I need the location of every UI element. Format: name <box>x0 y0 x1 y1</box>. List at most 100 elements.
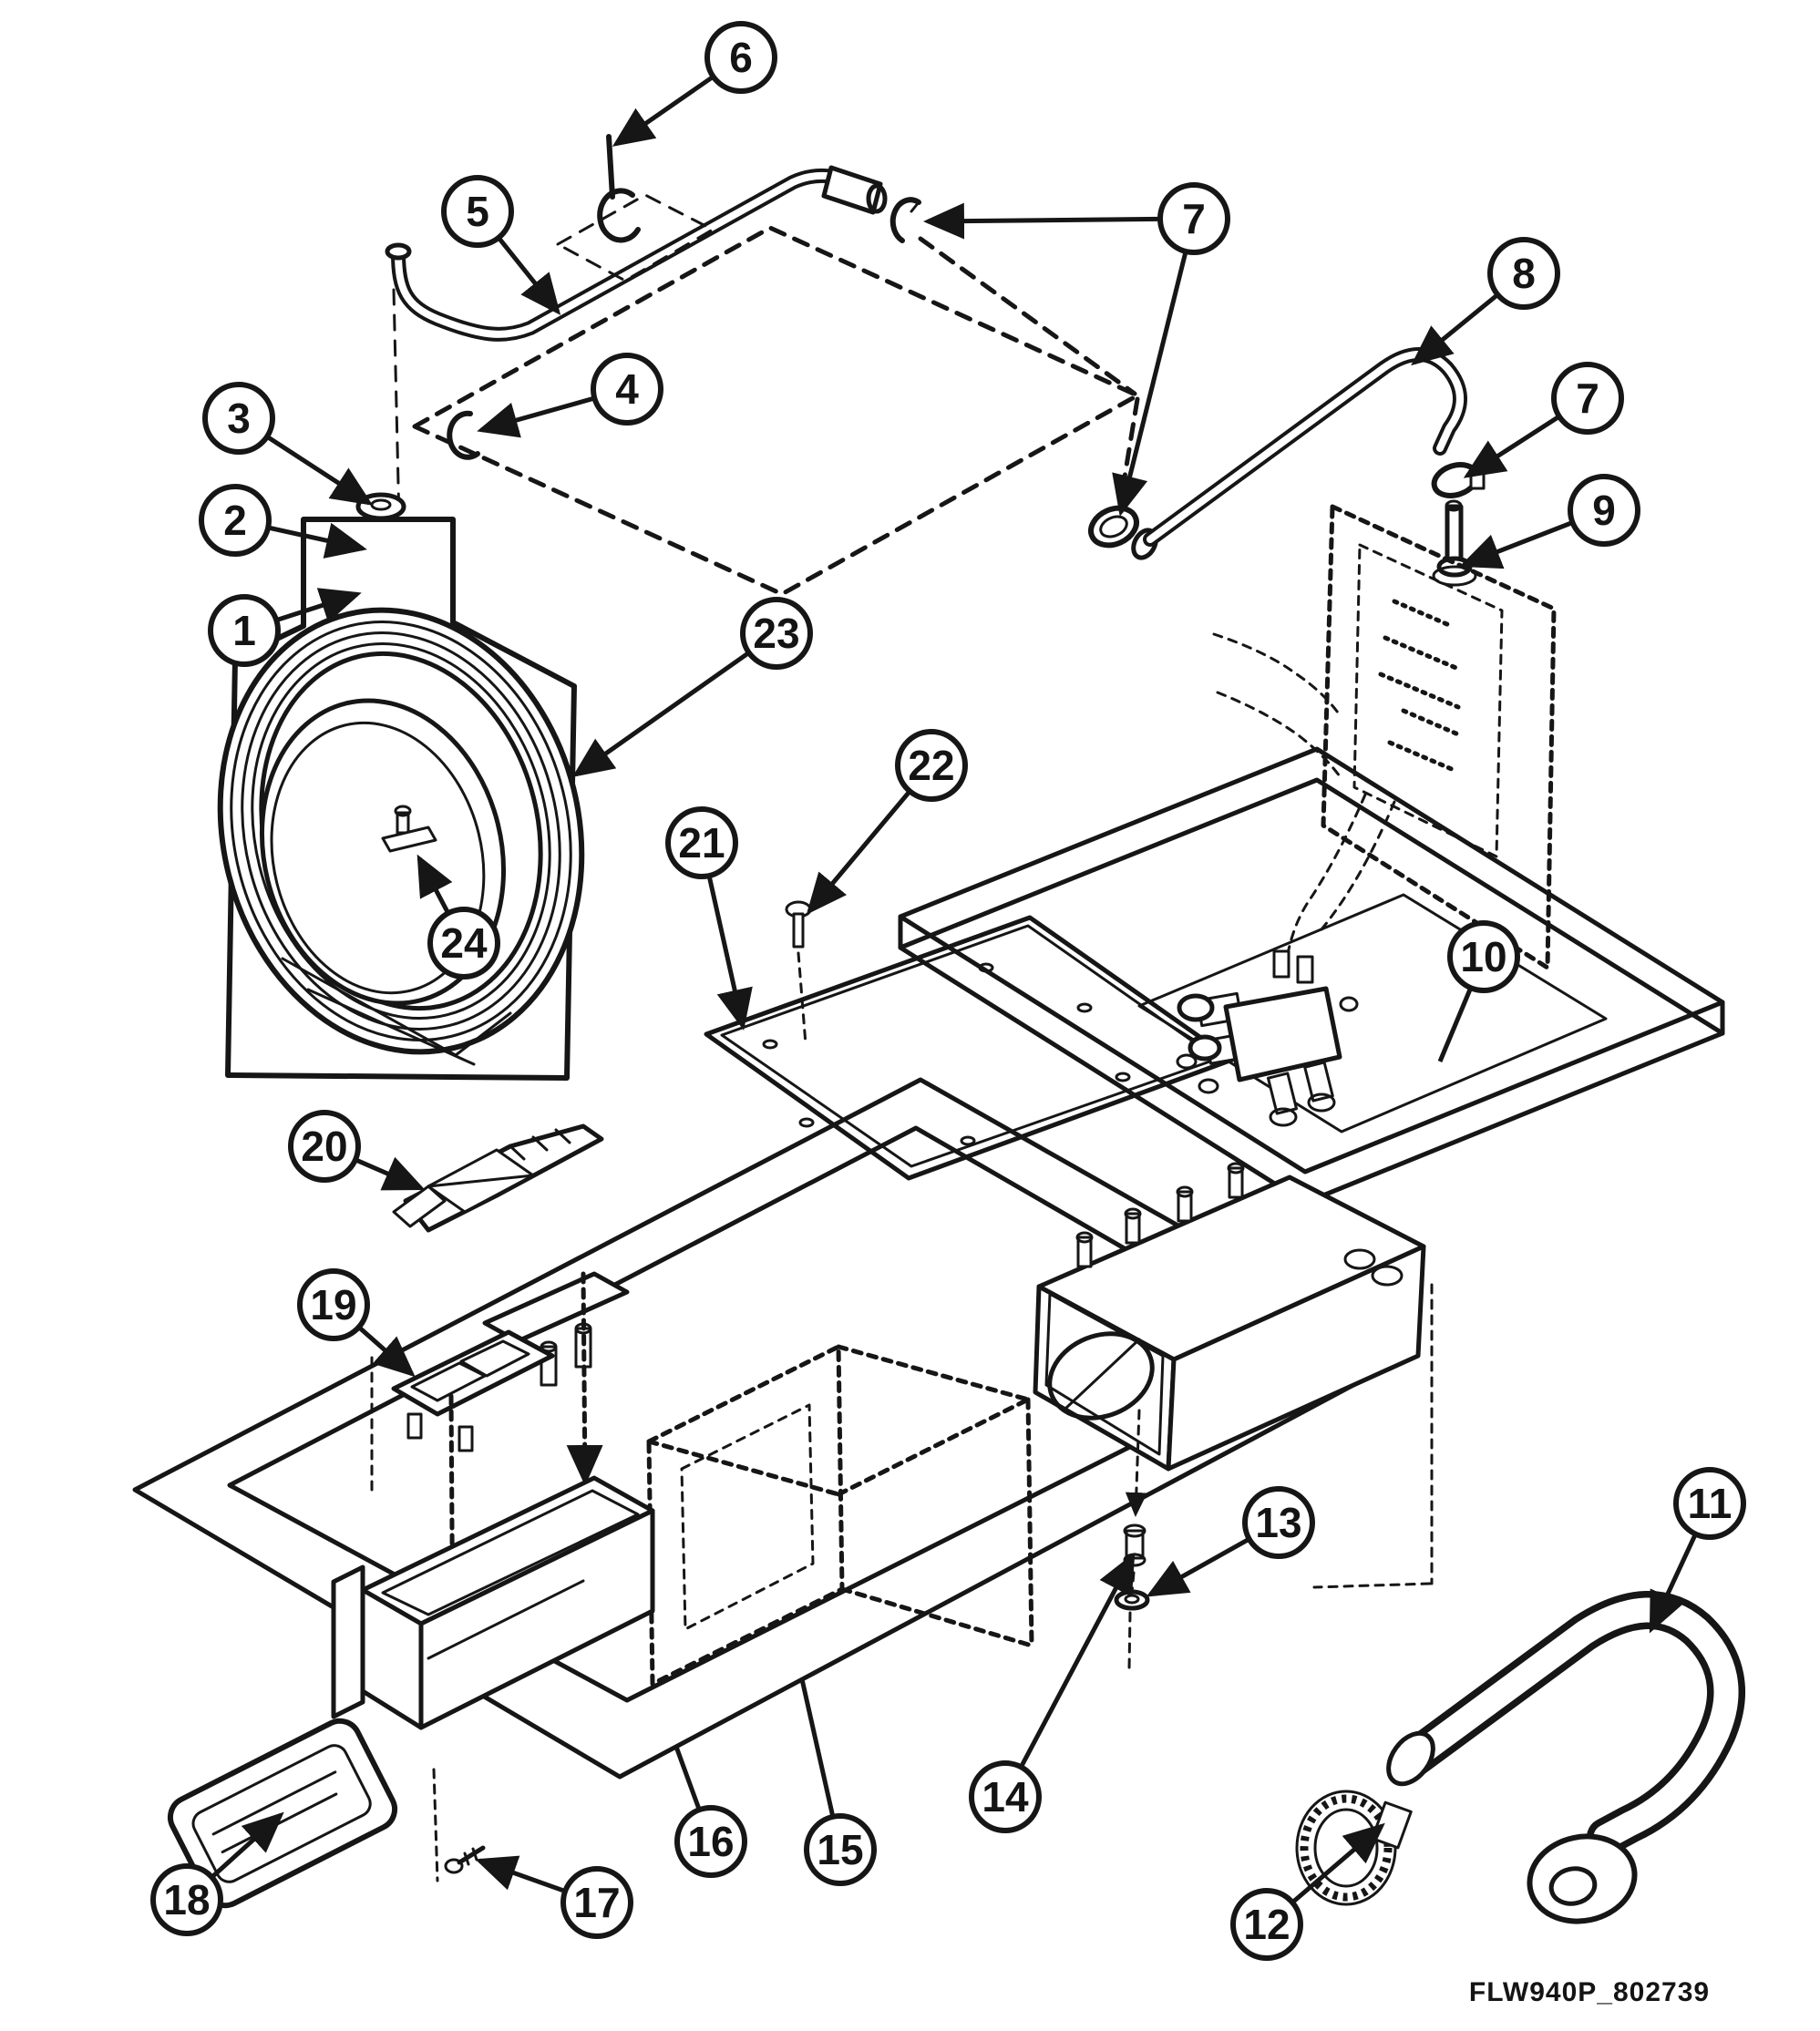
callout-number: 21 <box>678 819 725 867</box>
callout-bubble <box>288 1110 361 1183</box>
dashed-clip-box <box>556 193 715 282</box>
callout-15: 15 <box>799 1678 877 1886</box>
callout-bubble <box>297 1268 370 1341</box>
callout-14: 14 <box>969 1552 1136 1833</box>
callout-number: 2 <box>223 497 247 544</box>
callout-number: 9 <box>1592 487 1616 534</box>
fill-hose-top <box>385 165 888 342</box>
callout-bubble <box>1673 1467 1746 1540</box>
callout-20: 20 <box>288 1110 426 1191</box>
callout-number: 7 <box>1182 195 1206 242</box>
callout-bubble <box>199 484 272 557</box>
callout-bubble <box>665 806 738 879</box>
diagram-code: FLW940P_802739 <box>1469 1977 1710 2007</box>
callout-17: 17 <box>475 1855 633 1939</box>
callout-number: 11 <box>1688 1480 1733 1527</box>
callout-leader <box>571 631 778 777</box>
callout-number: 7 <box>1576 374 1599 422</box>
callout-1: 1 <box>208 588 362 667</box>
callout-bubble <box>895 729 968 802</box>
inlet-valve-10 <box>1176 986 1359 1127</box>
callout-number: 19 <box>310 1281 356 1328</box>
callout-leader <box>1112 218 1197 517</box>
callout-22: 22 <box>806 729 968 915</box>
drain-hose-11 <box>1386 1590 1745 1924</box>
injector-fill-tube-9 <box>1432 499 1477 587</box>
callout-number: 6 <box>729 34 753 81</box>
callout-bubble <box>560 1866 633 1939</box>
hose-clamp-7c <box>1431 462 1486 498</box>
callout-number: 13 <box>1255 1499 1301 1546</box>
callout-12: 12 <box>1230 1822 1385 1961</box>
dispenser-drawer <box>331 1475 655 1730</box>
siphon-scoop-20 <box>392 1123 604 1233</box>
callout-bubble <box>591 353 663 426</box>
callout-9: 9 <box>1459 474 1640 569</box>
callout-21: 21 <box>665 806 753 1031</box>
callout-bubble <box>150 1863 223 1936</box>
hose-clamp-7a <box>889 197 921 243</box>
callout-4: 4 <box>477 353 663 438</box>
dashed-top-panel-outline <box>412 225 1140 597</box>
callout-7: 7 <box>923 182 1230 517</box>
callout-number: 24 <box>440 919 488 967</box>
dispenser-insert-19 <box>370 1271 630 1498</box>
callout-bubble <box>1568 474 1640 547</box>
callout-bubble <box>704 21 777 94</box>
callout-13: 13 <box>1146 1486 1315 1597</box>
dispenser-tank <box>1033 1162 1426 1472</box>
gasket-bolt-24 <box>381 805 437 853</box>
callout-number: 18 <box>163 1876 210 1923</box>
callout-bubble <box>969 1760 1042 1833</box>
wiring-harness <box>1212 632 1396 984</box>
callout-11: 11 <box>1649 1467 1746 1634</box>
callout-bubble <box>202 382 275 455</box>
callout-19: 19 <box>297 1268 416 1378</box>
cover-plate-21 <box>704 915 1235 1181</box>
hose-clip-6 <box>597 134 641 243</box>
callout-number: 8 <box>1512 250 1536 297</box>
fill-hose-right <box>1131 347 1467 560</box>
callout-bubble <box>1487 237 1560 310</box>
callout-bubble <box>441 175 514 248</box>
callout-number: 20 <box>301 1123 347 1170</box>
callout-bubble <box>804 1813 877 1886</box>
top-cover-outline <box>898 746 1725 1205</box>
callout-24: 24 <box>416 854 500 980</box>
callout-bubble <box>1242 1486 1315 1559</box>
callout-number: 12 <box>1243 1901 1290 1948</box>
callout-bubble <box>1447 920 1520 993</box>
callout-number: 23 <box>753 610 799 657</box>
hose-clamp-7b <box>1088 505 1139 549</box>
callout-number: 14 <box>982 1773 1029 1821</box>
callout-bubble <box>740 597 813 670</box>
callout-5: 5 <box>441 175 561 315</box>
callout-leader <box>923 202 1195 240</box>
callout-23: 23 <box>571 597 813 777</box>
callout-bubble <box>427 907 500 980</box>
callout-6: 6 <box>612 21 777 147</box>
callout-leader <box>1003 1552 1136 1799</box>
retainer-clip-4 <box>447 410 480 460</box>
callout-bubble <box>1551 362 1624 435</box>
callout-number: 4 <box>615 365 639 413</box>
tank-dashed-guides <box>1125 1283 1434 1671</box>
callout-8: 8 <box>1411 237 1560 366</box>
callout-bubble <box>1230 1888 1303 1961</box>
dashed-bracket-panel <box>1321 504 1557 970</box>
dashed-dispenser-housing <box>646 1344 1034 1687</box>
callout-number: 16 <box>687 1818 734 1865</box>
callout-number: 5 <box>466 188 489 235</box>
callout-2: 2 <box>199 484 367 559</box>
callout-bubble <box>1157 182 1230 255</box>
gasket-drain-fold <box>281 957 512 1066</box>
tank-washer-13 <box>1114 1589 1150 1611</box>
callout-7: 7 <box>1463 362 1624 478</box>
callout-number: 1 <box>232 607 256 654</box>
tank-fitting-14 <box>1123 1523 1146 1567</box>
callout-bubble <box>674 1805 747 1878</box>
callout-number: 10 <box>1460 933 1506 980</box>
callout-number: 17 <box>573 1879 620 1926</box>
